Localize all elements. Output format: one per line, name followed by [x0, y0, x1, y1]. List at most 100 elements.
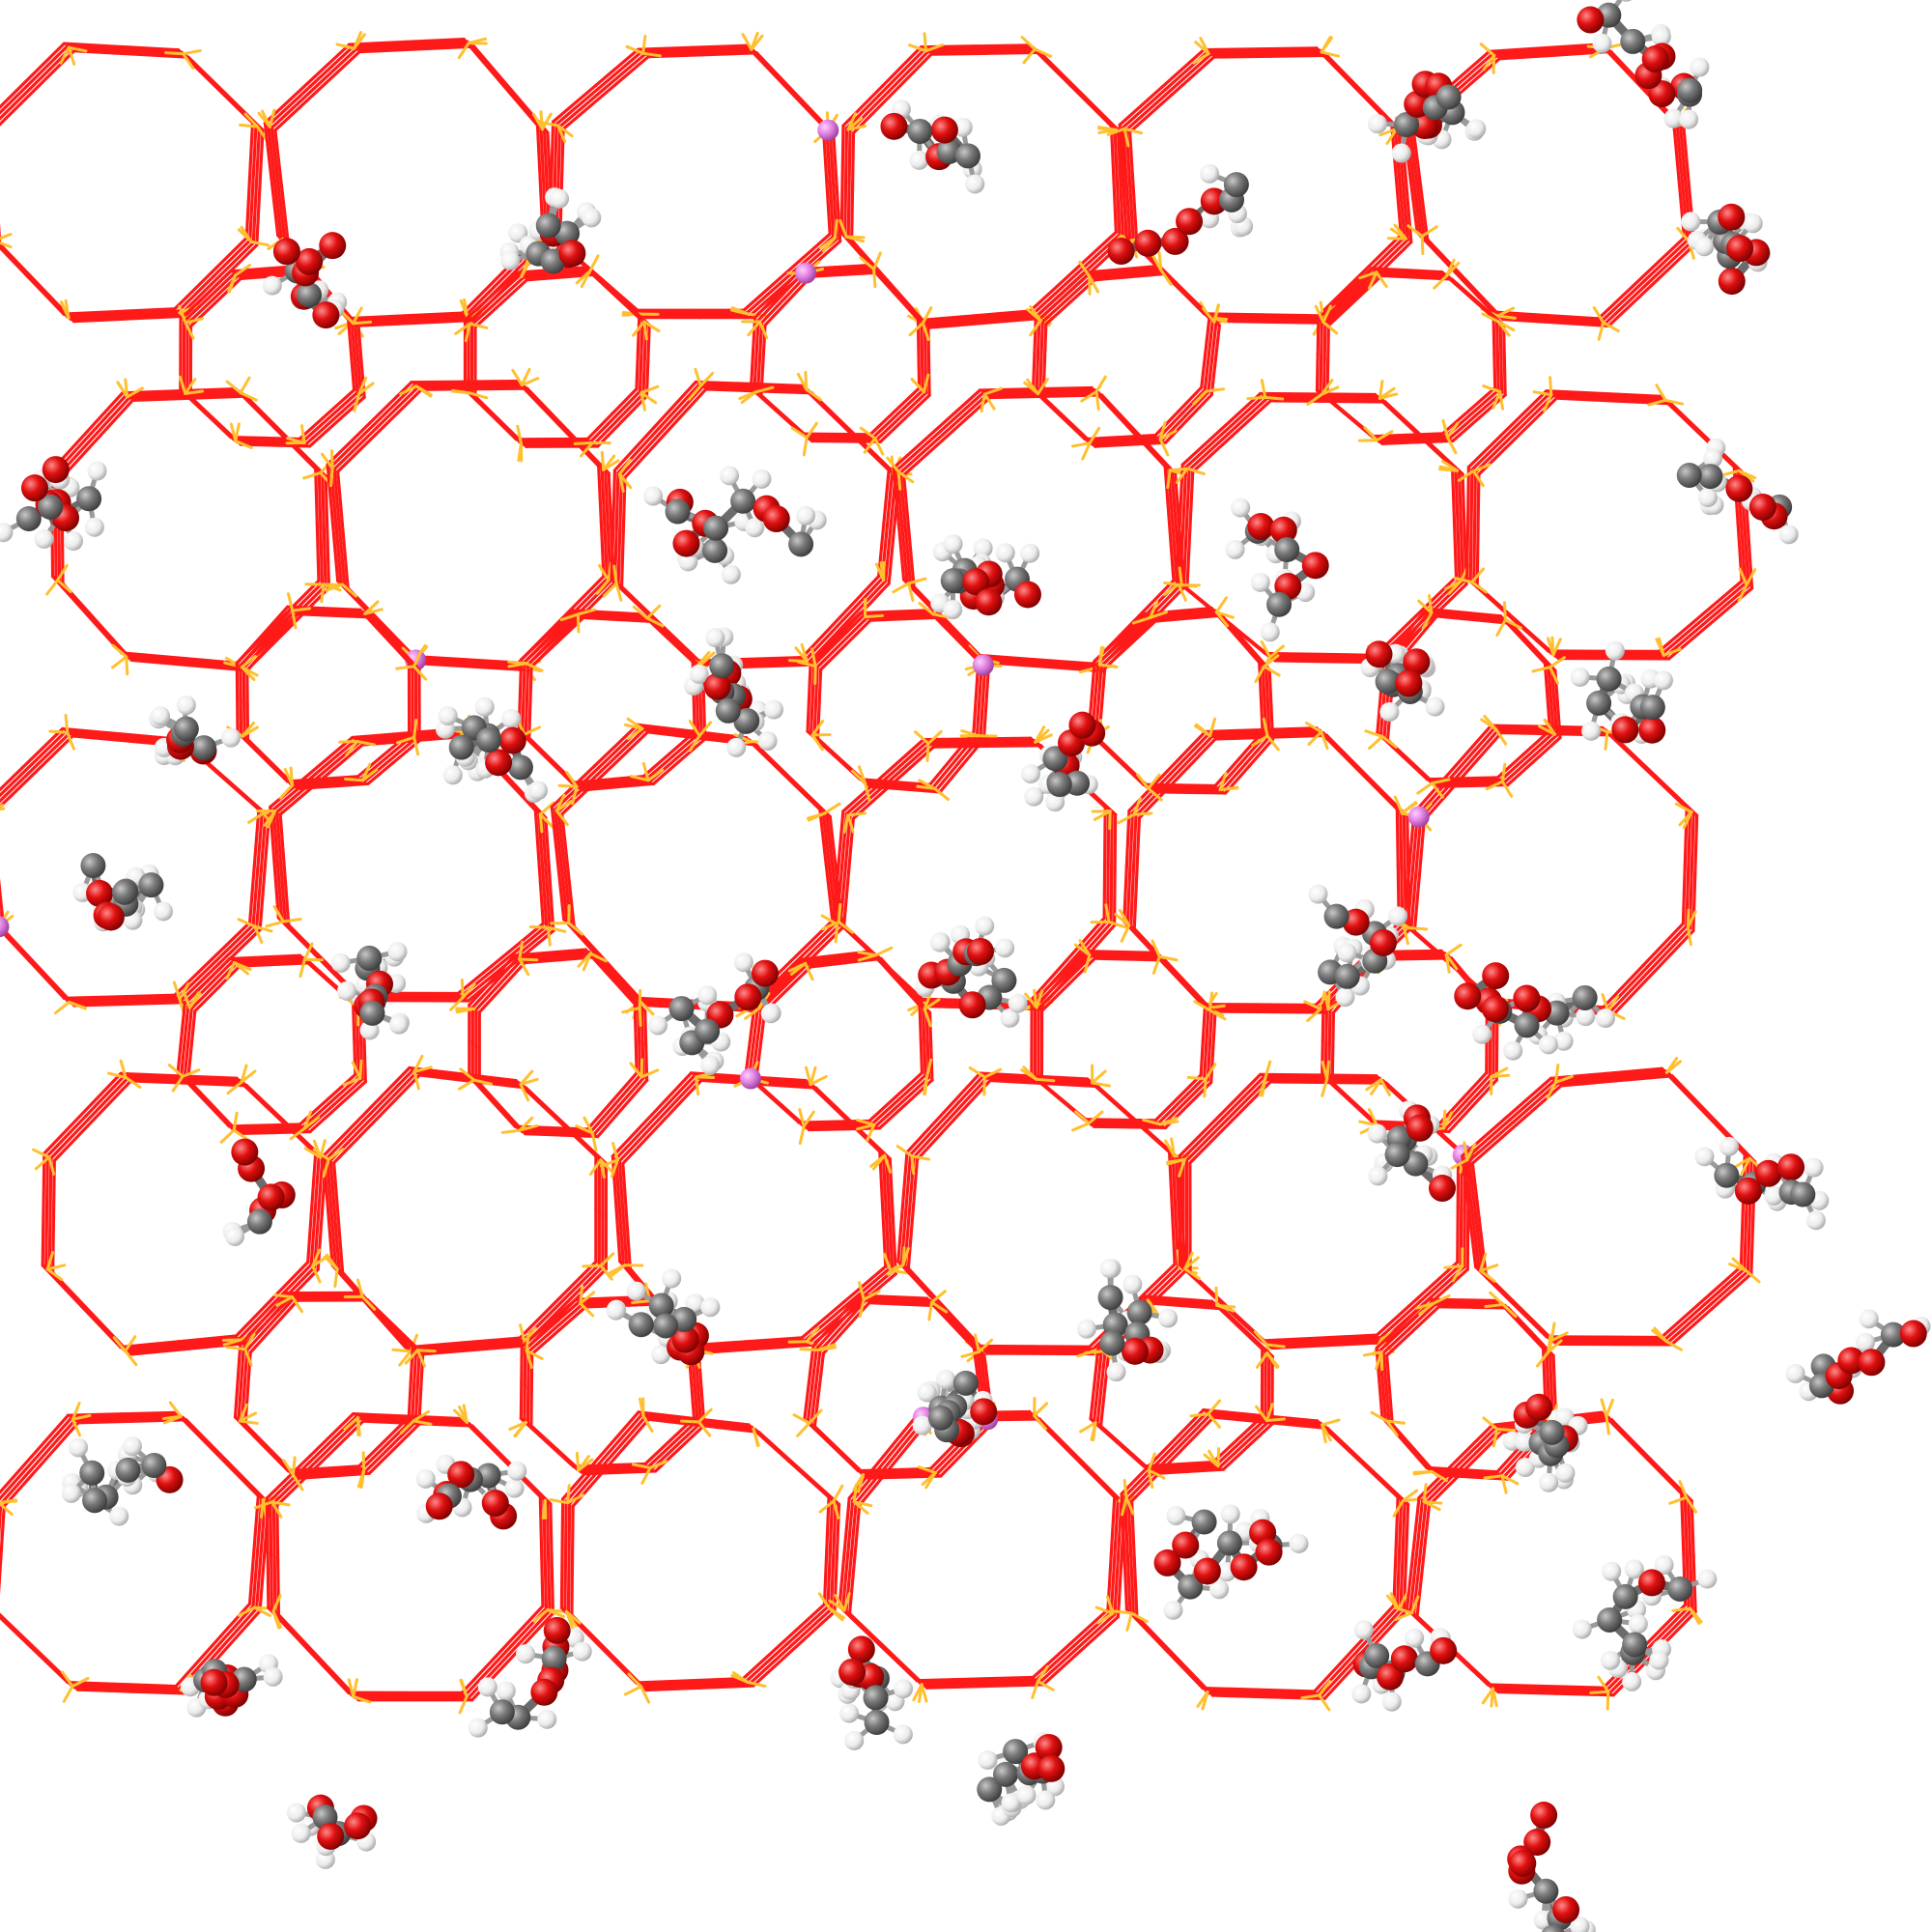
- silicon-stub: [1543, 718, 1557, 736]
- framework-bond: [236, 440, 274, 445]
- framework-bond: [824, 863, 835, 923]
- framework-bond: [1204, 728, 1263, 734]
- silicon-stub: [167, 1064, 185, 1078]
- framework-bond: [639, 48, 697, 54]
- framework-bond: [1470, 1122, 1519, 1165]
- framework-bond: [1090, 954, 1128, 959]
- silicon-stub: [565, 771, 579, 788]
- silicon-stub: [1393, 795, 1404, 815]
- framework-bond: [366, 760, 396, 785]
- silicon-stub: [329, 467, 334, 488]
- framework-bond: [1687, 809, 1692, 870]
- silicon-stub: [599, 1158, 606, 1179]
- silicon-stub: [358, 1059, 363, 1080]
- framework-bond: [1410, 953, 1450, 958]
- framework-bond: [1205, 1410, 1265, 1420]
- framework-bond: [858, 778, 897, 784]
- framework-bond: [287, 923, 328, 965]
- framework-bond: [756, 294, 783, 323]
- framework-bond: [981, 1073, 1039, 1081]
- silicon-stub: [1548, 656, 1566, 669]
- framework-bond: [1259, 696, 1264, 734]
- framework-bond: [469, 663, 527, 669]
- framework-bond: [293, 1471, 332, 1478]
- framework-bond: [847, 1611, 891, 1653]
- framework-bond: [891, 52, 933, 96]
- framework-bond: [40, 1421, 80, 1466]
- framework-bond: [1202, 1407, 1263, 1417]
- silicon-stub: [566, 1484, 571, 1505]
- silicon-stub: [1479, 1252, 1488, 1272]
- framework-bond: [1330, 1080, 1359, 1108]
- framework-bond: [580, 784, 620, 792]
- silicon-stub: [1744, 1268, 1761, 1284]
- framework-bond: [1443, 1101, 1471, 1131]
- framework-bond: [623, 432, 668, 479]
- framework-bond: [328, 390, 359, 419]
- framework-bond: [468, 979, 494, 1007]
- silicon-stub: [538, 812, 544, 834]
- silicon-stub: [923, 373, 930, 394]
- framework-bond: [840, 1552, 850, 1611]
- framework-bond: [1421, 1503, 1432, 1563]
- framework-bond: [1472, 526, 1477, 585]
- silicon-stub: [694, 1075, 700, 1096]
- silicon-stub: [1363, 426, 1378, 442]
- framework-bond: [544, 815, 552, 876]
- oxygen-atom: [672, 529, 700, 557]
- framework-bond: [405, 38, 466, 43]
- silicon-stub: [908, 322, 924, 337]
- silicon-stub: [1737, 582, 1748, 603]
- silicon-stub: [520, 377, 540, 387]
- silicon-stub: [517, 441, 523, 463]
- framework-bond: [600, 727, 646, 773]
- framework-bond: [903, 787, 942, 794]
- framework-bond: [32, 49, 76, 93]
- framework-bond: [265, 1454, 312, 1500]
- framework-bond: [548, 872, 555, 933]
- framework-bond: [592, 1104, 621, 1136]
- silicon-stub: [910, 1154, 931, 1161]
- silicon-stub: [1492, 53, 1496, 74]
- framework-bond: [1099, 1350, 1107, 1390]
- framework-bond: [908, 1113, 949, 1156]
- framework-bond: [836, 866, 844, 923]
- silicon-stub: [0, 233, 13, 241]
- silicon-stub: [1132, 796, 1142, 816]
- framework-bond: [269, 770, 313, 810]
- framework-bond: [1408, 128, 1419, 186]
- framework-bond: [524, 1132, 563, 1137]
- framework-bond: [1180, 427, 1224, 467]
- silicon-stub: [730, 306, 751, 316]
- framework-bond: [1118, 85, 1164, 127]
- framework-bond: [611, 469, 617, 526]
- framework-bond: [43, 1112, 85, 1155]
- silicon-stub: [1120, 923, 1131, 943]
- silicon-stub: [796, 372, 809, 391]
- framework-bond: [1268, 1080, 1330, 1085]
- framework-bond: [322, 527, 327, 587]
- framework-bond: [698, 699, 703, 739]
- framework-bond: [893, 386, 922, 413]
- framework-bond: [1417, 818, 1426, 878]
- framework-bond: [464, 1650, 508, 1697]
- carbon-atom: [535, 213, 561, 239]
- silicon-stub: [1097, 645, 1103, 667]
- framework-bond: [677, 737, 707, 763]
- silicon-stub: [1320, 385, 1340, 396]
- framework-bond: [919, 1037, 924, 1075]
- framework-bond: [700, 384, 757, 390]
- framework-bond: [1264, 51, 1325, 56]
- framework-bond: [213, 239, 252, 278]
- silicon-stub: [588, 952, 608, 963]
- framework-bond: [1320, 319, 1323, 358]
- framework-bond: [1181, 1116, 1226, 1160]
- silicon-stub: [182, 989, 191, 1009]
- framework-bond: [1641, 922, 1685, 967]
- framework-bond: [124, 1685, 182, 1690]
- framework-bond: [269, 1457, 316, 1502]
- framework-bond: [1461, 1154, 1471, 1213]
- framework-bond: [1464, 612, 1506, 620]
- silicon-stub: [809, 1074, 828, 1087]
- framework-bond: [290, 1469, 329, 1475]
